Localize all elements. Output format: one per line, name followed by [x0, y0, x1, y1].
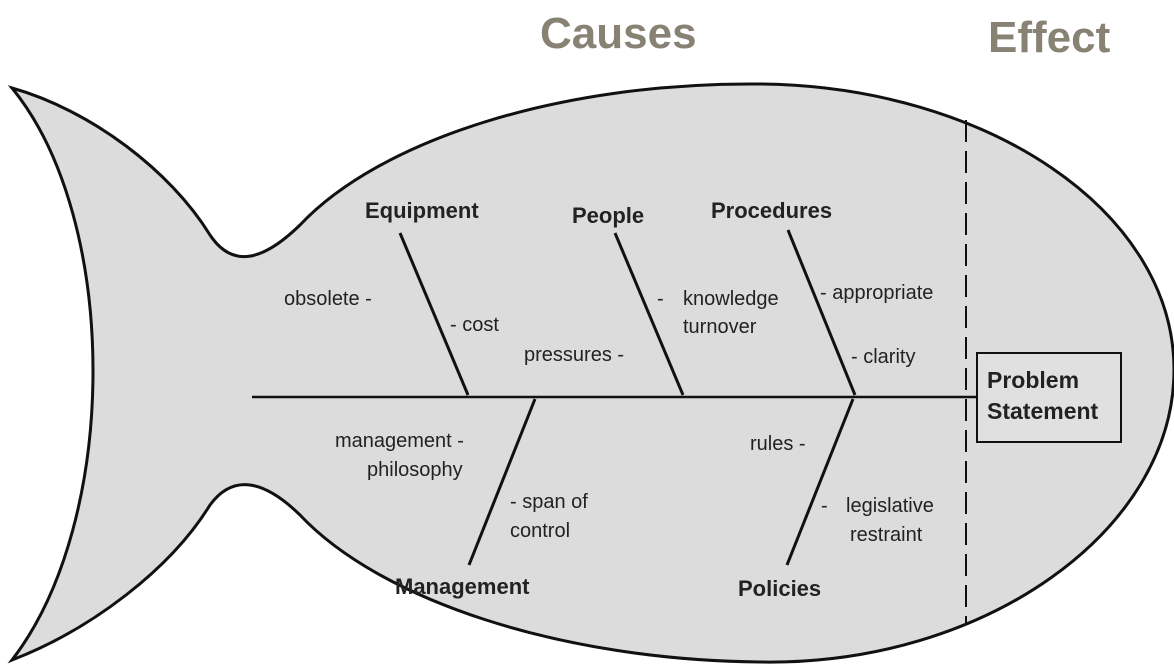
causes-header: Causes [540, 9, 697, 58]
category-management: Management [395, 574, 530, 599]
bone-people [613, 232, 685, 396]
cause-clarity: - clarity [851, 346, 915, 368]
cause-management: management - [335, 430, 464, 452]
fish-outline [7, 82, 1174, 664]
effect-header: Effect [988, 13, 1111, 62]
cause-legislative-dash: - [821, 495, 828, 517]
problem-statement-box [976, 352, 1122, 443]
problem-statement-line1: Problem [987, 367, 1079, 393]
cause-restraint: restraint [850, 524, 923, 546]
cause-control: control [510, 520, 570, 542]
bone-procedures [786, 229, 857, 396]
category-procedures: Procedures [711, 198, 832, 223]
bone-management [467, 398, 537, 566]
cause-knowledge: knowledge [683, 288, 779, 310]
cause-knowledge-dash: - [657, 288, 664, 310]
cause-cost: - cost [450, 314, 499, 336]
bone-policies [785, 398, 855, 566]
cause-rules: rules - [750, 433, 806, 455]
cause-turnover: turnover [683, 316, 757, 338]
category-policies: Policies [738, 576, 821, 601]
cause-appropriate: - appropriate [820, 282, 933, 304]
cause-philosophy: philosophy [367, 459, 463, 481]
cause-span-of: - span of [510, 491, 588, 513]
category-people: People [572, 203, 644, 228]
category-equipment: Equipment [365, 198, 479, 223]
cause-legislative: legislative [846, 495, 934, 517]
cause-obsolete: obsolete - [284, 288, 372, 310]
problem-statement-line2: Statement [987, 398, 1099, 424]
cause-pressures: pressures - [524, 344, 624, 366]
bone-equipment [398, 232, 470, 396]
